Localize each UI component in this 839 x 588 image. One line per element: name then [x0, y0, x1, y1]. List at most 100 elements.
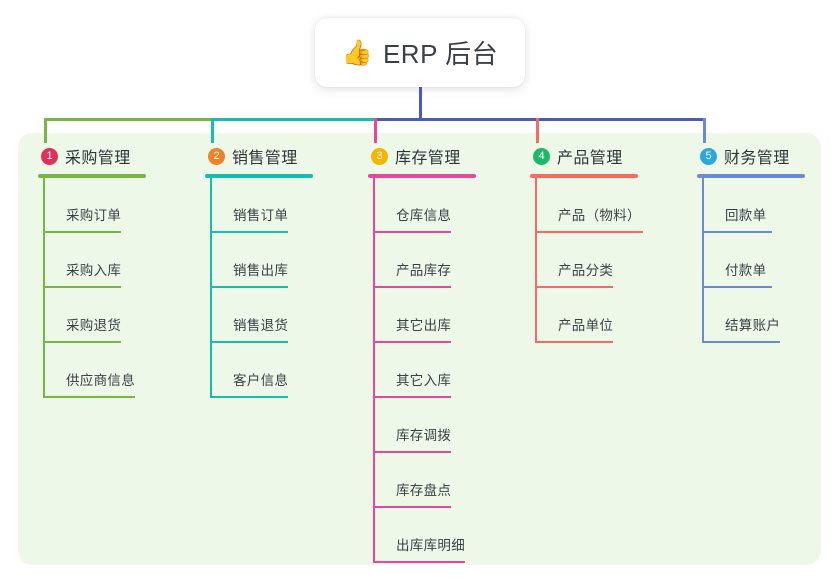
- module-item-underline: [210, 286, 288, 288]
- module-underline: [38, 174, 146, 178]
- module-item[interactable]: 销售出库: [205, 233, 313, 288]
- thumbs-up-icon: 👍: [341, 39, 373, 67]
- module-item-underline: [535, 286, 613, 288]
- module-header[interactable]: 3 库存管理: [368, 143, 476, 169]
- module-item-underline: [210, 341, 288, 343]
- module-item-label: 结算账户: [725, 318, 781, 333]
- module-item-label: 客户信息: [233, 373, 289, 388]
- module-item[interactable]: 库存调拨: [368, 398, 476, 453]
- module-item-underline: [373, 231, 451, 233]
- module-item[interactable]: 供应商信息: [38, 343, 146, 398]
- module-item-label: 其它出库: [396, 318, 452, 333]
- module-item-label: 仓库信息: [396, 208, 452, 223]
- module-item[interactable]: 采购退货: [38, 288, 146, 343]
- connector-bar-left: [44, 118, 214, 121]
- module-item[interactable]: 产品库存: [368, 233, 476, 288]
- module-item-label: 产品单位: [558, 318, 614, 333]
- module-item-underline: [535, 341, 613, 343]
- root-node-erp-backend[interactable]: 👍 ERP 后台: [315, 18, 525, 87]
- module-item-label: 销售出库: [233, 263, 289, 278]
- module-title: 采购管理: [65, 150, 131, 167]
- module-header[interactable]: 1 采购管理: [38, 143, 146, 169]
- module-item-underline: [702, 286, 772, 288]
- module-item-underline: [43, 396, 135, 398]
- branch-spine: [43, 178, 45, 398]
- module-item-label: 供应商信息: [66, 373, 135, 388]
- branch-spine: [535, 178, 537, 343]
- module-number-badge: 4: [533, 147, 550, 165]
- module-item-label: 付款单: [725, 263, 767, 278]
- column-connector-drop-4: [536, 118, 539, 143]
- module-item[interactable]: 客户信息: [205, 343, 313, 398]
- module-number-badge: 2: [208, 147, 225, 165]
- module-item-underline: [702, 231, 772, 233]
- module-column-1: 1 采购管理采购订单采购入库采购退货供应商信息: [38, 143, 146, 398]
- module-item-underline: [702, 341, 780, 343]
- branch-spine: [702, 178, 704, 343]
- module-header[interactable]: 2 销售管理: [205, 143, 313, 169]
- module-item[interactable]: 产品单位: [530, 288, 638, 343]
- module-item-underline: [373, 506, 451, 508]
- column-connector-drop-3: [374, 118, 377, 143]
- module-title: 产品管理: [557, 150, 623, 167]
- modules-panel: [18, 133, 821, 565]
- root-node-title: ERP 后台: [382, 39, 499, 69]
- module-item[interactable]: 回款单: [697, 178, 805, 233]
- module-item[interactable]: 结算账户: [697, 288, 805, 343]
- module-item-list: 销售订单销售出库销售退货客户信息: [205, 178, 313, 398]
- module-item-label: 产品库存: [396, 263, 452, 278]
- module-item-label: 销售订单: [233, 208, 289, 223]
- module-column-2: 2 销售管理销售订单销售出库销售退货客户信息: [205, 143, 313, 398]
- module-title: 库存管理: [395, 150, 461, 167]
- column-connector-drop-2: [211, 118, 214, 143]
- module-column-3: 3 库存管理仓库信息产品库存其它出库其它入库库存调拨库存盘点出库库明细: [368, 143, 476, 563]
- module-item-underline: [43, 341, 121, 343]
- module-item-label: 出库库明细: [396, 538, 465, 553]
- module-item-underline: [210, 396, 288, 398]
- module-item-list: 仓库信息产品库存其它出库其它入库库存调拨库存盘点出库库明细: [368, 178, 476, 563]
- module-item-underline: [373, 561, 465, 563]
- module-item[interactable]: 付款单: [697, 233, 805, 288]
- module-item-underline: [373, 396, 451, 398]
- module-item[interactable]: 其它入库: [368, 343, 476, 398]
- module-title: 销售管理: [232, 150, 298, 167]
- module-item-underline: [535, 231, 643, 233]
- module-item[interactable]: 采购入库: [38, 233, 146, 288]
- module-item-underline: [373, 451, 451, 453]
- module-item[interactable]: 库存盘点: [368, 453, 476, 508]
- branch-spine: [210, 178, 212, 398]
- module-item-label: 其它入库: [396, 373, 452, 388]
- module-item-label: 销售退货: [233, 318, 289, 333]
- module-item-list: 产品（物料） 产品分类产品单位: [530, 178, 643, 343]
- module-underline: [368, 174, 476, 178]
- module-item-underline: [373, 341, 451, 343]
- module-item-underline: [43, 231, 121, 233]
- column-connector-drop-5: [703, 118, 706, 143]
- module-item-label: 采购入库: [66, 263, 122, 278]
- module-item-label: 产品（物料）: [558, 208, 641, 223]
- branch-spine: [373, 178, 375, 563]
- module-item[interactable]: 销售订单: [205, 178, 313, 233]
- module-header[interactable]: 4 产品管理: [530, 143, 638, 169]
- module-item[interactable]: 产品（物料）: [530, 178, 643, 233]
- module-item-list: 采购订单采购入库采购退货供应商信息: [38, 178, 146, 398]
- module-item[interactable]: 销售退货: [205, 288, 313, 343]
- connector-bar-mid: [211, 118, 377, 121]
- module-item[interactable]: 仓库信息: [368, 178, 476, 233]
- module-number-badge: 1: [41, 147, 58, 165]
- module-item[interactable]: 其它出库: [368, 288, 476, 343]
- module-item-label: 采购订单: [66, 208, 122, 223]
- root-connector-drop: [419, 86, 422, 121]
- module-item[interactable]: 采购订单: [38, 178, 146, 233]
- module-item[interactable]: 产品分类: [530, 233, 638, 288]
- module-item-underline: [373, 286, 451, 288]
- module-item-list: 回款单付款单结算账户: [697, 178, 805, 343]
- module-column-4: 4 产品管理产品（物料） 产品分类产品单位: [530, 143, 643, 343]
- module-number-badge: 3: [371, 147, 388, 165]
- module-item[interactable]: 出库库明细: [368, 508, 476, 563]
- module-item-label: 产品分类: [558, 263, 614, 278]
- module-item-label: 库存调拨: [396, 428, 452, 443]
